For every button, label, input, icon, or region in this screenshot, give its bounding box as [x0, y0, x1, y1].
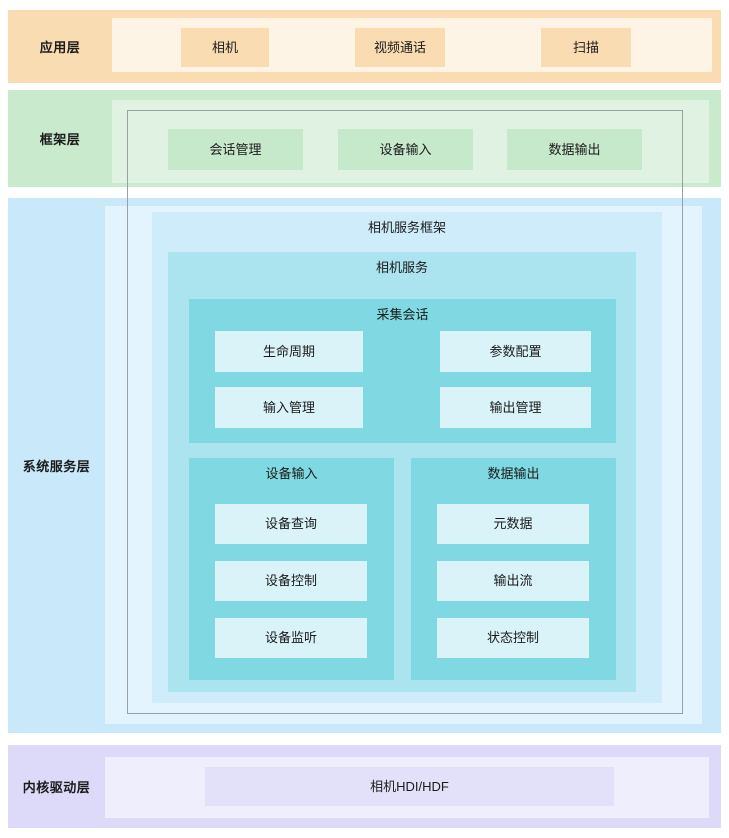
layer-kernel-driver-inner-panel: 相机HDI/HDF — [105, 757, 709, 818]
node-session-management: 会话管理 — [168, 129, 303, 170]
node-output-stream: 输出流 — [437, 561, 589, 601]
layer-framework-label: 框架层 — [39, 132, 81, 147]
panel-camera-service-title: 相机服务 — [375, 260, 428, 275]
panel-capture-session: 采集会话 生命周期 参数配置 输入管理 输出管理 — [189, 299, 616, 443]
panel-data-output: 数据输出 元数据 输出流 状态控制 — [411, 458, 616, 680]
node-metadata: 元数据 — [437, 504, 589, 544]
panel-capture-session-title: 采集会话 — [376, 307, 429, 322]
layer-kernel-driver: 内核驱动层 相机HDI/HDF — [8, 745, 721, 828]
panel-camera-service-framework-title: 相机服务框架 — [367, 220, 446, 235]
layer-application-label: 应用层 — [39, 40, 81, 55]
layer-system-service: 系统服务层 相机服务框架 相机服务 采集会话 生命周期 参数配置 输入管理 输出… — [8, 198, 721, 733]
node-data-output-api: 数据输出 — [507, 129, 642, 170]
node-device-input-api: 设备输入 — [338, 129, 473, 170]
node-state-control: 状态控制 — [437, 618, 589, 658]
node-device-control: 设备控制 — [215, 561, 367, 601]
node-camera-hdi-hdf: 相机HDI/HDF — [205, 767, 614, 806]
node-camera-app: 相机 — [181, 28, 269, 67]
panel-data-output-title: 数据输出 — [487, 466, 540, 481]
node-parameter-config: 参数配置 — [440, 331, 591, 372]
panel-camera-service-framework: 相机服务框架 相机服务 采集会话 生命周期 参数配置 输入管理 输出管理 设备输… — [152, 212, 662, 703]
node-input-management: 输入管理 — [215, 387, 363, 428]
layer-system-service-label: 系统服务层 — [22, 459, 91, 474]
layer-framework: 框架层 会话管理 设备输入 数据输出 — [8, 90, 721, 187]
node-device-listening: 设备监听 — [215, 618, 367, 658]
layer-kernel-driver-label: 内核驱动层 — [22, 780, 91, 795]
node-video-call-app: 视频通话 — [355, 28, 445, 67]
panel-camera-service: 相机服务 采集会话 生命周期 参数配置 输入管理 输出管理 设备输入 设备查询 … — [168, 252, 636, 692]
panel-device-input: 设备输入 设备查询 设备控制 设备监听 — [189, 458, 394, 680]
node-scan-app: 扫描 — [541, 28, 631, 67]
layer-application: 应用层 相机 视频通话 扫描 — [8, 10, 721, 83]
node-device-query: 设备查询 — [215, 504, 367, 544]
node-lifecycle: 生命周期 — [215, 331, 363, 372]
node-output-management: 输出管理 — [440, 387, 591, 428]
panel-device-input-title: 设备输入 — [265, 466, 318, 481]
